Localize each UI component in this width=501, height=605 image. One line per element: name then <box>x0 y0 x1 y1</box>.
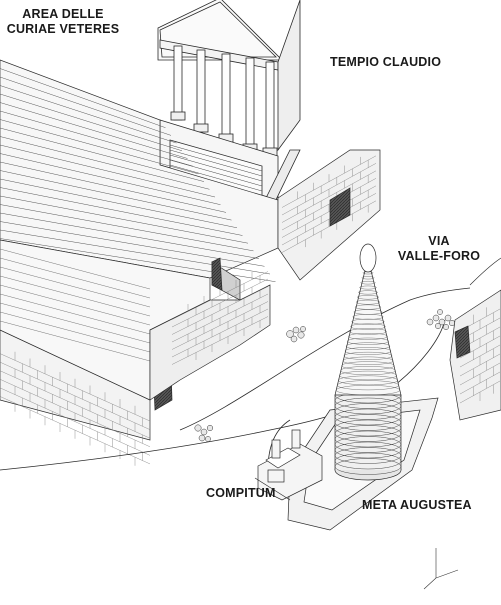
hatch-line <box>0 153 221 205</box>
label-via-line1: VIA <box>428 234 450 248</box>
hatch-line <box>0 275 151 317</box>
label-via-line2: VALLE-FORO <box>397 249 481 263</box>
ring-line <box>334 430 402 448</box>
ring-line <box>341 361 395 370</box>
ring-line <box>339 370 397 381</box>
ring-line <box>342 356 394 365</box>
hatch-line <box>0 102 188 159</box>
ring-line <box>356 299 380 305</box>
ring-line <box>358 290 378 295</box>
ring-line <box>334 403 402 420</box>
ring-line <box>334 408 402 426</box>
ring-line <box>357 295 379 300</box>
ring-line <box>343 351 393 360</box>
label-tempio-claudio: TEMPIO CLAUDIO <box>330 55 442 69</box>
hatch-line <box>0 68 166 128</box>
ring-line <box>350 323 386 330</box>
hatch-line <box>0 204 254 252</box>
curiae-veteres-block <box>0 59 381 301</box>
hatch-line <box>0 248 151 290</box>
hatch-line <box>0 187 243 236</box>
ring-line <box>334 452 402 470</box>
ring-line <box>354 304 382 310</box>
ring-line <box>347 337 389 345</box>
hatch-line <box>0 119 199 175</box>
ring-line <box>334 447 402 464</box>
ring-line <box>335 385 401 396</box>
label-area-curiae-veteres: AREA DELLE CURIAE VETERES <box>4 7 122 37</box>
hatch-line <box>0 257 151 299</box>
ring-line <box>334 458 402 475</box>
hatch-line <box>0 93 183 152</box>
ring-line <box>338 375 398 386</box>
label-area-curiae-line1: AREA DELLE <box>22 7 104 21</box>
compitum <box>254 429 323 501</box>
hatch-line <box>0 195 249 244</box>
hatch-line <box>0 136 210 190</box>
ring-line <box>337 380 399 391</box>
ring-line <box>361 276 375 280</box>
hatch-line <box>0 320 151 362</box>
temple-claudius <box>157 0 301 209</box>
label-compitum: COMPITUM <box>206 486 276 500</box>
ring-line <box>334 425 402 442</box>
ring-line <box>359 285 377 290</box>
hatch-line <box>0 302 151 344</box>
label-meta-augustea: META AUGUSTEA <box>362 498 472 512</box>
hatch-line <box>0 178 238 229</box>
hatch-line <box>0 311 151 353</box>
hatch-line <box>0 170 232 221</box>
ring-line <box>351 318 385 325</box>
lower-left-building <box>0 239 271 466</box>
ring-line <box>340 366 396 375</box>
hatch-line <box>0 221 265 267</box>
ring-line <box>349 328 387 335</box>
hatch-line <box>0 144 216 198</box>
hatch-line <box>0 127 205 182</box>
ring-line <box>345 342 391 350</box>
ring-line <box>334 397 402 415</box>
ring-line <box>334 414 402 431</box>
hatch-line <box>0 212 260 259</box>
hatch-line <box>0 85 177 144</box>
ring-line <box>334 419 402 437</box>
ring-line <box>352 314 384 320</box>
ring-line <box>348 333 388 340</box>
hatch-line <box>0 266 151 308</box>
ring-line <box>334 441 402 459</box>
hatch-line <box>0 284 151 326</box>
label-area-curiae-line2: CURIAE VETERES <box>6 22 120 36</box>
ring-line <box>344 347 392 355</box>
ring-line <box>360 281 376 285</box>
hatch-line <box>0 76 172 136</box>
meta-augustea <box>287 243 439 531</box>
axis-indicator <box>423 548 459 590</box>
ring-line <box>334 436 402 453</box>
hatch-line <box>0 110 194 167</box>
right-wall-fragment <box>449 257 501 421</box>
hatch-line <box>0 161 227 213</box>
hatch-line <box>0 293 151 335</box>
hatch-line <box>0 229 271 275</box>
label-via-valle-foro: VIA VALLE-FORO <box>390 234 488 264</box>
